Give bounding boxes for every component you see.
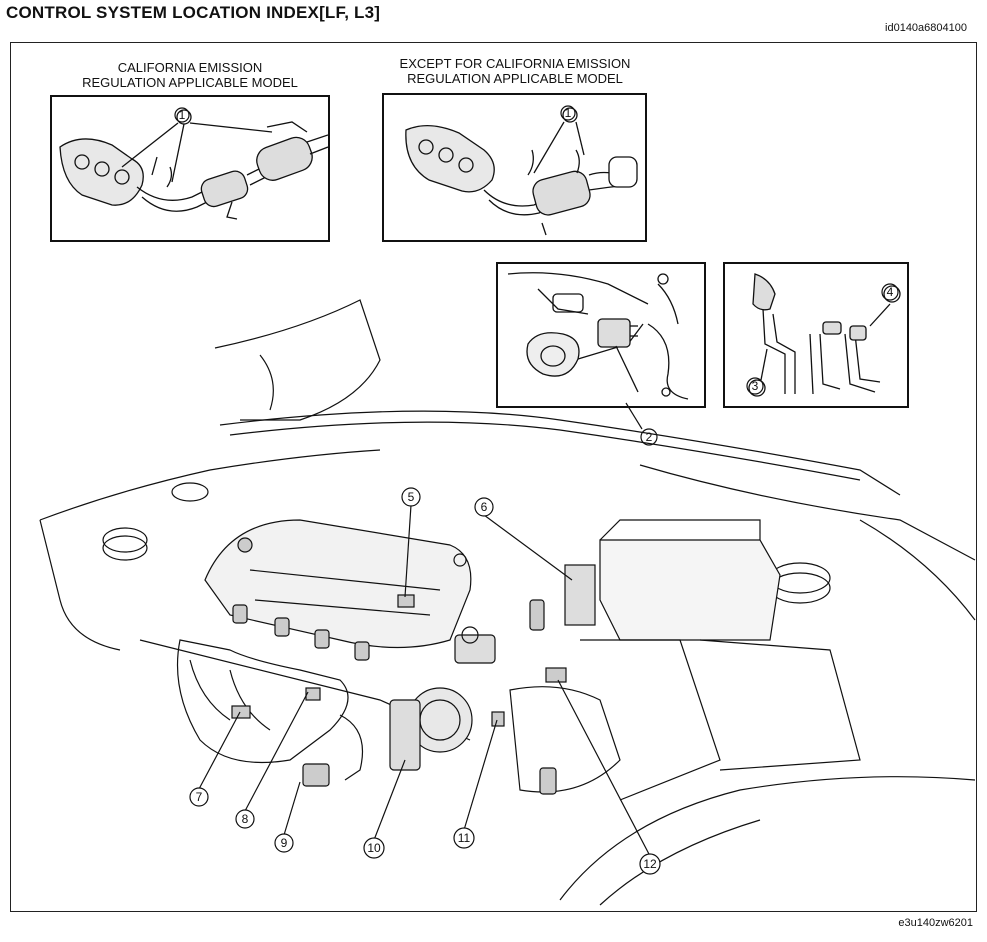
wheel-arch [559,776,976,901]
callout-11: 11 [458,831,471,845]
california-exhaust-drawing [59,109,328,220]
caption-california: CALIFORNIA EMISSION REGULATION APPLICABL… [50,60,330,90]
caption-except-california-line1: EXCEPT FOR CALIFORNIA EMISSION [399,56,631,71]
document-id: id0140a6804100 [885,22,967,34]
cylinder-head-cover [204,519,472,649]
callout-3: 3 [752,379,759,393]
callout-7: 7 [196,790,203,804]
callout-1-except-california: 1 [565,106,572,120]
air-cleaner [509,686,621,793]
pcm-box [564,564,596,626]
inset-sensor-2-detail [496,262,706,408]
right-fender [639,464,976,561]
callout-1-california: 1 [179,108,186,122]
battery [599,539,781,641]
callout-6: 6 [481,500,488,514]
callout-4: 4 [887,285,894,299]
sensors-3-4-detail-drawing [748,273,901,397]
inset-sensors-3-4-detail [723,262,909,408]
caption-except-california: EXCEPT FOR CALIFORNIA EMISSION REGULATIO… [365,56,665,86]
caption-except-california-line2: REGULATION APPLICABLE MODEL [407,71,623,86]
intake-manifold [176,639,349,764]
fuel-injectors [232,604,370,661]
callout-5: 5 [408,490,415,504]
callout-circles [189,487,661,875]
diagram-frame [10,42,977,912]
callout-2: 2 [646,430,653,444]
callout-10: 10 [367,841,381,855]
except-california-exhaust-drawing [405,107,638,236]
cowl-line [219,410,901,496]
inset-california-exhaust [50,95,330,242]
callout-8: 8 [242,812,249,826]
callout-12: 12 [643,857,657,871]
inset-except-california-exhaust [382,93,647,242]
sensor-2-detail-drawing [507,272,689,400]
caption-california-line1: CALIFORNIA EMISSION [117,60,263,75]
callout-9: 9 [281,836,288,850]
left-fender [39,449,381,521]
caption-california-line2: REGULATION APPLICABLE MODEL [82,75,298,90]
page-title: CONTROL SYSTEM LOCATION INDEX[LF, L3] [6,3,381,22]
figure-id: e3u140zw6201 [898,917,973,929]
hood-outline [214,299,381,421]
